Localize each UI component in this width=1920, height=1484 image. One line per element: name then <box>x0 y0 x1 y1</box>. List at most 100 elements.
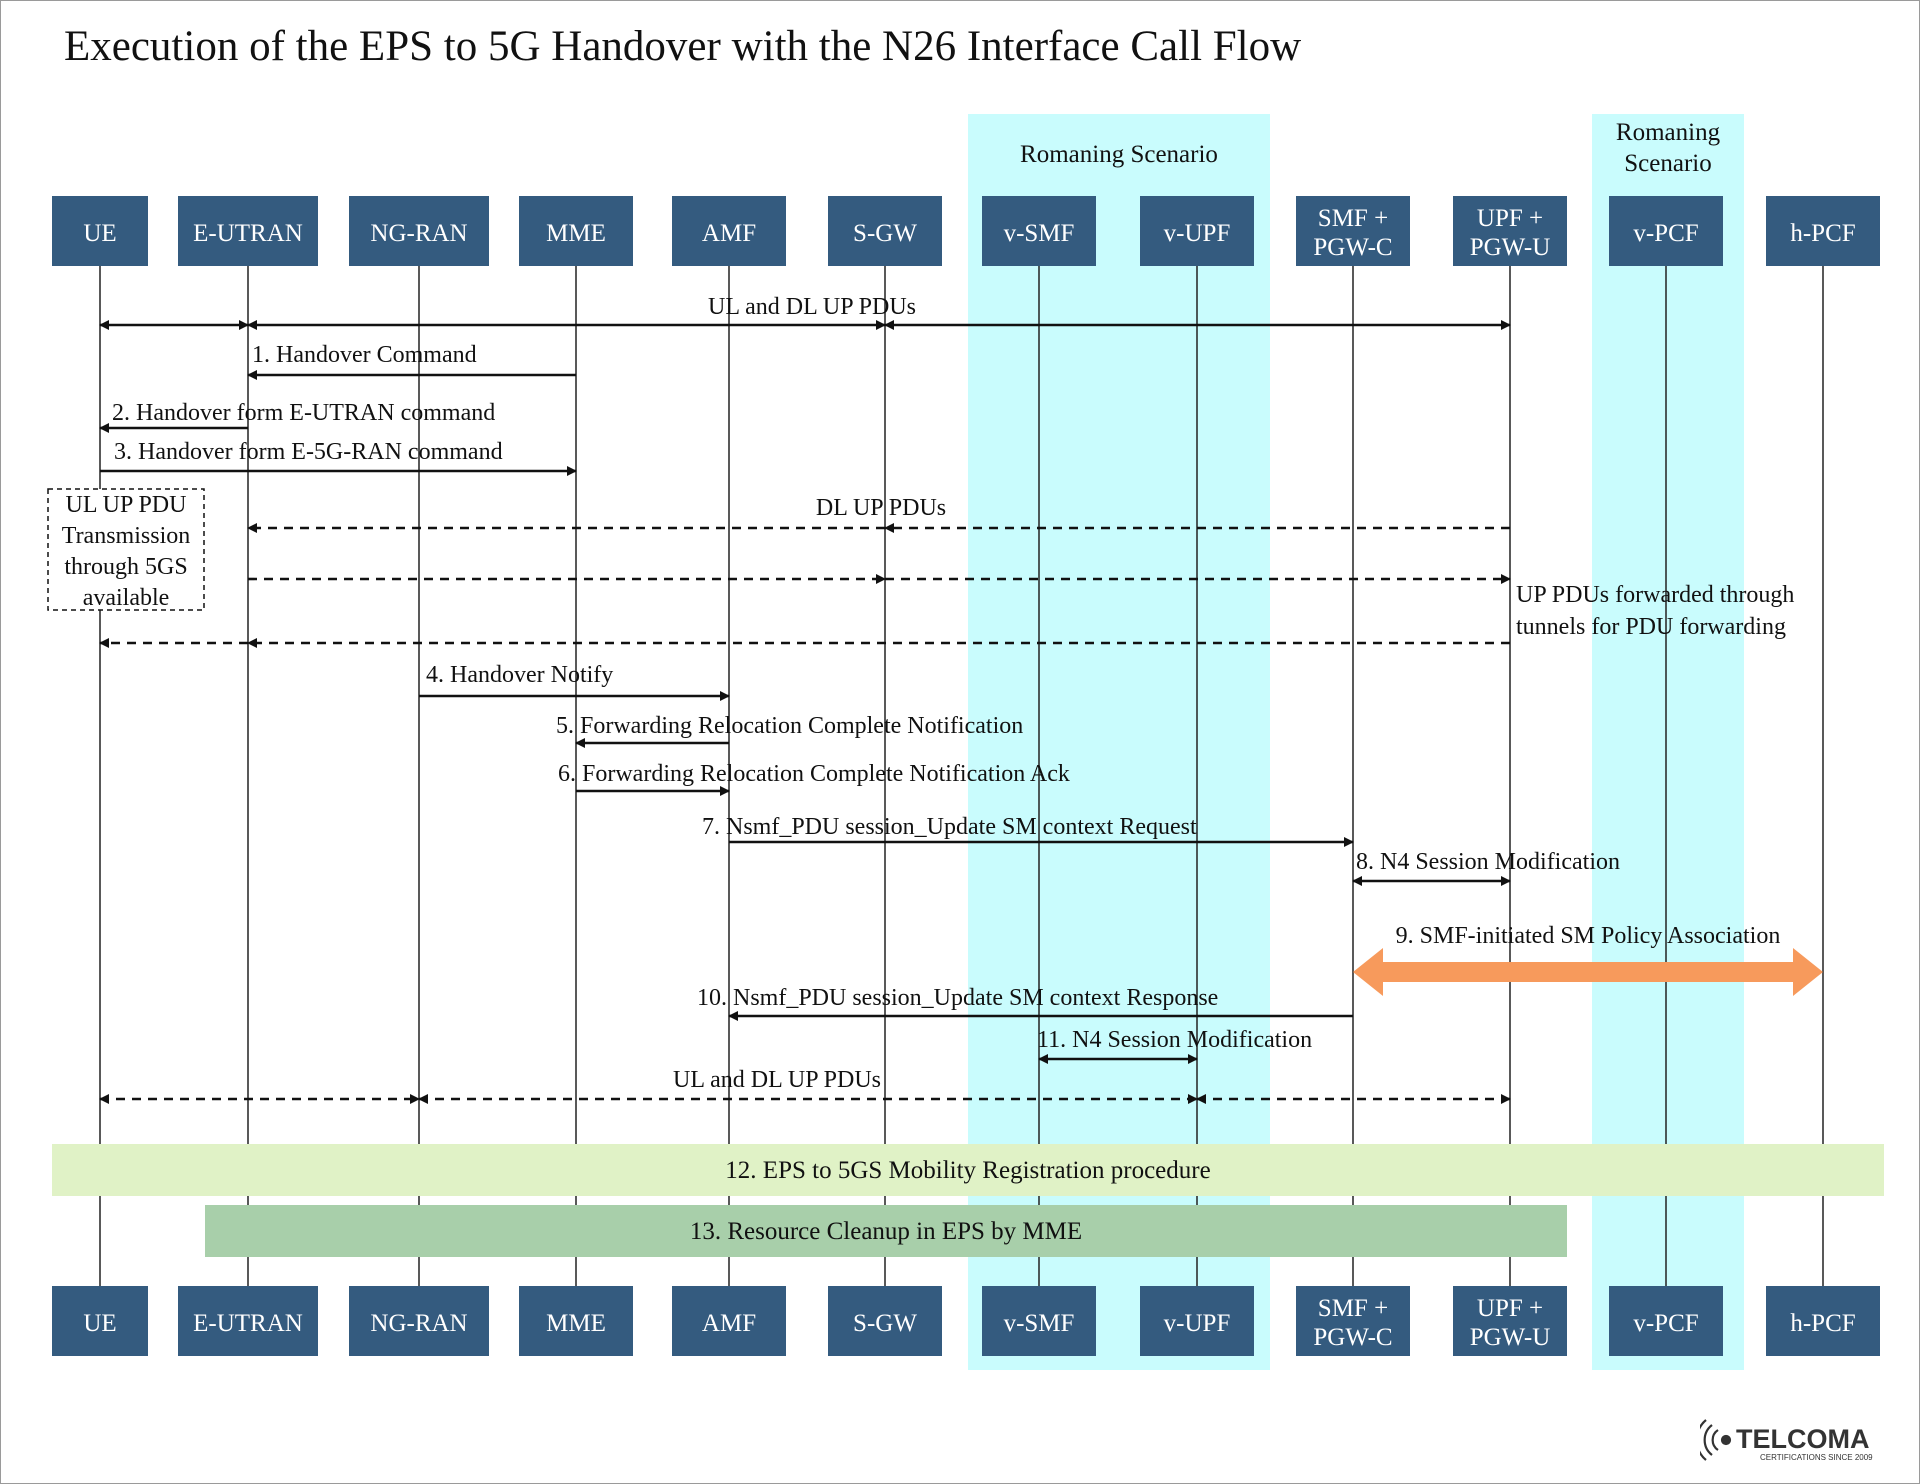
node-box <box>672 1286 786 1356</box>
node-amf-top: AMF <box>672 196 786 266</box>
node-box <box>178 196 318 266</box>
node-label: PGW-U <box>1470 234 1551 261</box>
node-box <box>1296 1286 1410 1356</box>
telcoma-logo: TELCOMA CERTIFICATIONS SINCE 2009 <box>1700 1419 1873 1462</box>
node-box <box>52 1286 148 1356</box>
signal-icon <box>1700 1419 1732 1461</box>
node-label: S-GW <box>853 220 917 247</box>
node-label: UPF + <box>1477 205 1543 232</box>
message-label: UL and DL UP PDUs <box>708 294 916 320</box>
message-label: 1. Handover Command <box>252 342 477 368</box>
node-sgw-bottom: S-GW <box>828 1286 942 1356</box>
node-label: NG-RAN <box>370 220 467 247</box>
node-box <box>828 1286 942 1356</box>
logo-tagline: CERTIFICATIONS SINCE 2009 <box>1760 1453 1873 1462</box>
node-hpcf-bottom: h-PCF <box>1766 1286 1880 1356</box>
message-label: 7. Nsmf_PDU session_Update SM context Re… <box>702 814 1197 840</box>
node-box <box>52 196 148 266</box>
node-box <box>1296 196 1410 266</box>
node-label: MME <box>546 1310 606 1337</box>
node-ngran-bottom: NG-RAN <box>349 1286 489 1356</box>
node-label: PGW-C <box>1313 1324 1392 1351</box>
message-m-dl: DL UP PDUs <box>247 495 1510 533</box>
node-label: v-UPF <box>1164 220 1231 247</box>
policy-association-label: 9. SMF-initiated SM Policy Association <box>1396 923 1781 949</box>
node-mme-bottom: MME <box>519 1286 633 1356</box>
node-label: v-UPF <box>1164 1310 1231 1337</box>
message-label: 11. N4 Session Modification <box>1037 1027 1312 1053</box>
node-box <box>349 196 489 266</box>
fwd-note: UP PDUs forwarded through tunnels for PDU… <box>1516 582 1794 640</box>
message-m4: 4. Handover Notify <box>419 662 730 701</box>
node-smf-top: SMF +PGW-C <box>1296 196 1410 266</box>
node-label: h-PCF <box>1790 220 1855 247</box>
node-box <box>1609 1286 1723 1356</box>
node-label: E-UTRAN <box>193 220 303 247</box>
node-box <box>982 1286 1096 1356</box>
node-box <box>349 1286 489 1356</box>
node-label: v-SMF <box>1004 1310 1075 1337</box>
node-eutran-top: E-UTRAN <box>178 196 318 266</box>
node-amf-bottom: AMF <box>672 1286 786 1356</box>
message-m1: 1. Handover Command <box>247 342 576 380</box>
node-box <box>1609 196 1723 266</box>
node-label: AMF <box>702 1310 756 1337</box>
node-box <box>1453 196 1567 266</box>
node-eutran-bottom: E-UTRAN <box>178 1286 318 1356</box>
node-box <box>178 1286 318 1356</box>
node-label: SMF + <box>1318 205 1388 232</box>
node-ue-top: UE <box>52 196 148 266</box>
procedure-p12 <box>52 1144 1884 1196</box>
node-label: E-UTRAN <box>193 1310 303 1337</box>
node-box <box>828 196 942 266</box>
node-label: v-SMF <box>1004 220 1075 247</box>
policy-association-arrow <box>1353 948 1823 996</box>
node-box <box>1140 196 1254 266</box>
message-label: 4. Handover Notify <box>426 662 613 688</box>
node-box <box>1453 1286 1567 1356</box>
node-vpcf-bottom: v-PCF <box>1609 1286 1723 1356</box>
note-line: through 5GS <box>64 554 187 580</box>
message-m-ul-dl-2: UL and DL UP PDUs <box>99 1067 1511 1104</box>
procedure-p13 <box>205 1205 1567 1257</box>
node-label: PGW-C <box>1313 234 1392 261</box>
node-smf-bottom: SMF +PGW-C <box>1296 1286 1410 1356</box>
message-label: 2. Handover form E-UTRAN command <box>112 400 495 426</box>
node-label: MME <box>546 220 606 247</box>
note-line: UP PDUs forwarded through <box>1516 582 1794 608</box>
message-label: 6. Forwarding Relocation Complete Notifi… <box>558 761 1070 787</box>
node-label: S-GW <box>853 1310 917 1337</box>
procedure-label: 13. Resource Cleanup in EPS by MME <box>690 1218 1082 1245</box>
node-mme-top: MME <box>519 196 633 266</box>
node-label: AMF <box>702 220 756 247</box>
node-label: v-PCF <box>1633 220 1698 247</box>
node-label: v-PCF <box>1633 1310 1698 1337</box>
node-box <box>1766 1286 1880 1356</box>
logo-name: TELCOMA <box>1736 1424 1869 1454</box>
message-label: 10. Nsmf_PDU session_Update SM context R… <box>697 985 1218 1011</box>
node-upf-bottom: UPF +PGW-U <box>1453 1286 1567 1356</box>
message-label: DL UP PDUs <box>816 495 946 521</box>
node-upf-top: UPF +PGW-U <box>1453 196 1567 266</box>
procedure-label: 12. EPS to 5GS Mobility Registration pro… <box>725 1157 1210 1184</box>
message-m11: 11. N4 Session Modification <box>1037 1027 1312 1064</box>
node-vupf-top: v-UPF <box>1140 196 1254 266</box>
message-m3: 3. Handover form E-5G-RAN command <box>100 439 577 476</box>
node-label: UPF + <box>1477 1295 1543 1322</box>
node-vsmf-top: v-SMF <box>982 196 1096 266</box>
message-label: 8. N4 Session Modification <box>1356 849 1620 875</box>
note-box <box>47 488 205 611</box>
node-box <box>672 196 786 266</box>
message-label: 5. Forwarding Relocation Complete Notifi… <box>556 713 1023 739</box>
node-vsmf-bottom: v-SMF <box>982 1286 1096 1356</box>
node-label: PGW-U <box>1470 1324 1551 1351</box>
note-line: tunnels for PDU forwarding <box>1516 614 1786 640</box>
node-box <box>1766 196 1880 266</box>
node-ue-bottom: UE <box>52 1286 148 1356</box>
node-box <box>519 196 633 266</box>
node-label: h-PCF <box>1790 1310 1855 1337</box>
node-label: UE <box>83 220 116 247</box>
page-title: Execution of the EPS to 5G Handover with… <box>64 23 1302 70</box>
message-label: UL and DL UP PDUs <box>673 1067 881 1093</box>
